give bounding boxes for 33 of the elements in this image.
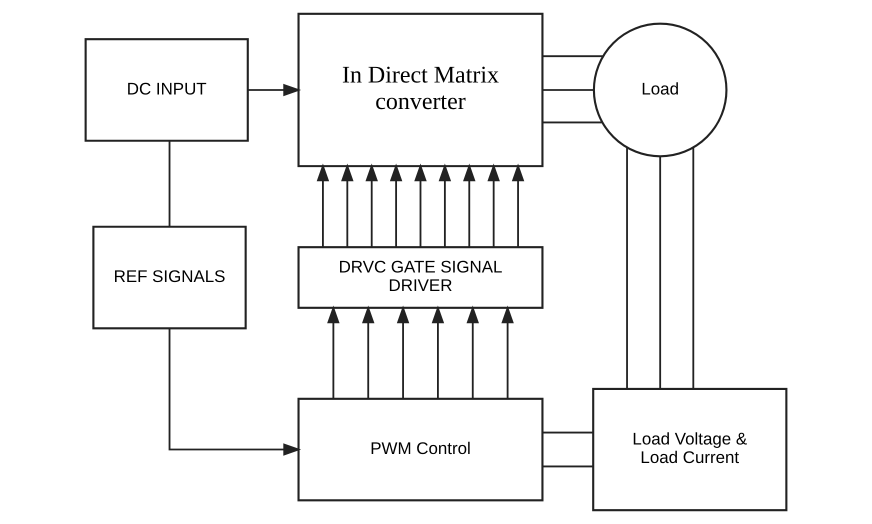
arrow [512,163,524,247]
connector [168,141,170,226]
connector [543,89,594,91]
node-box: REF SIGNALS [92,226,247,330]
arrow [487,163,500,247]
node-box: PWM Control [297,398,544,502]
connector [543,55,604,58]
connector [543,122,602,124]
connector [692,148,694,388]
arrow [414,163,427,247]
arrow [327,305,340,398]
node-box: Load Voltage & Load Current [592,388,788,512]
connector [542,466,594,468]
arrow [341,163,354,247]
node-box: DRVC GATE SIGNAL DRIVER [297,246,544,309]
arrow [168,328,302,456]
arrow [248,84,302,96]
arrow [396,305,410,398]
arrow [390,163,402,247]
connector [542,432,594,434]
arrow [466,305,479,398]
arrow [365,163,378,247]
node-box: In Direct Matrix converter [297,12,544,168]
connector [659,156,662,388]
arrow [438,163,452,247]
arrow [501,305,514,398]
arrow [463,163,476,247]
arrow [316,163,330,247]
arrow [362,305,374,398]
connector [626,148,628,388]
arrow [432,305,444,398]
node-box: DC INPUT [84,38,249,142]
node-circle: Load [592,22,728,158]
